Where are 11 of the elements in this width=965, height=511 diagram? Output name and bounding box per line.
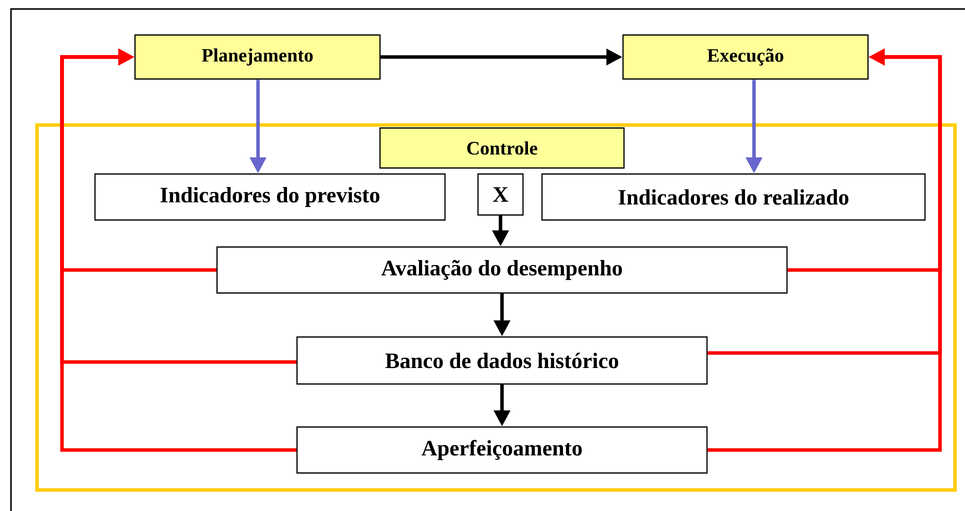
process-box: Aperfeiçoamento: [296, 426, 708, 474]
process-box: Indicadores do previsto: [94, 173, 446, 221]
arrow: [60, 48, 296, 452]
process-box: Planejamento: [134, 34, 381, 80]
operator-box: X: [477, 173, 524, 216]
process-box: Banco de dados histórico: [296, 336, 708, 385]
heading-tab: Controle: [379, 127, 625, 169]
process-box: Indicadores do realizado: [541, 173, 926, 221]
process-box: Avaliação do desempenho: [216, 246, 788, 294]
process-box: Execução: [622, 34, 869, 80]
group-frame: [35, 123, 957, 492]
